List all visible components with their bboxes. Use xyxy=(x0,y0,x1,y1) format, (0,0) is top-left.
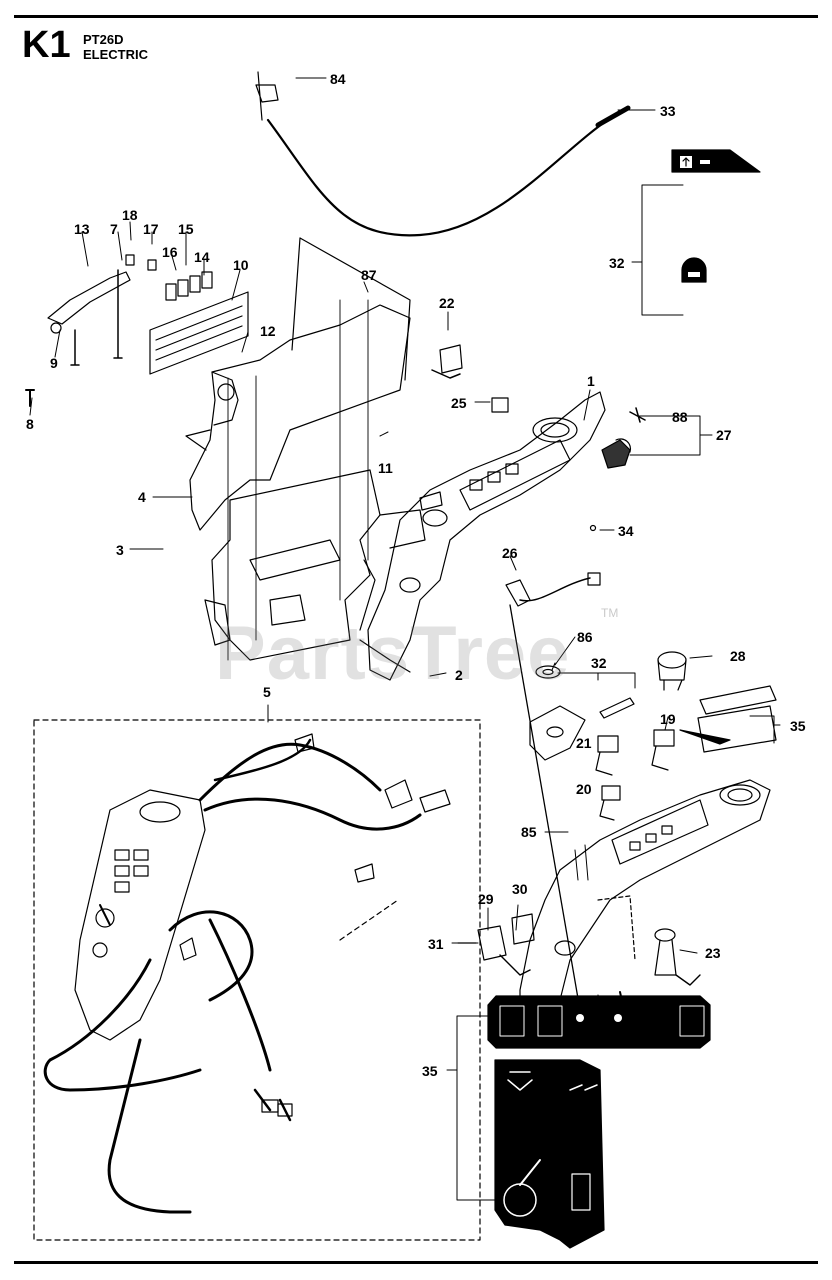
callout-4[interactable]: 4 xyxy=(138,489,146,505)
callout-16[interactable]: 16 xyxy=(162,244,178,260)
callout-1[interactable]: 1 xyxy=(587,373,595,389)
callout-19[interactable]: 19 xyxy=(660,711,676,727)
callout-21[interactable]: 21 xyxy=(576,735,592,751)
circuit-board-10 xyxy=(149,271,249,375)
callout-86[interactable]: 86 xyxy=(577,629,593,645)
callout-17[interactable]: 17 xyxy=(143,221,159,237)
partstree-watermark: PartsTree xyxy=(215,611,571,696)
callout-9[interactable]: 9 xyxy=(50,355,58,371)
leader-lines xyxy=(29,77,781,1201)
throttle-cable xyxy=(255,71,631,237)
callout-3[interactable]: 3 xyxy=(116,542,124,558)
callout-18[interactable]: 18 xyxy=(122,207,138,223)
callout-14[interactable]: 14 xyxy=(194,249,210,265)
hardware-13-7-18-17 xyxy=(25,254,157,407)
callout-7[interactable]: 7 xyxy=(110,221,118,237)
diagram-code: K1 xyxy=(22,24,71,66)
switches-upper xyxy=(431,344,646,532)
callout-30[interactable]: 30 xyxy=(512,881,528,897)
callout-28[interactable]: 28 xyxy=(730,648,746,664)
callout-34[interactable]: 34 xyxy=(618,523,634,539)
callout-13[interactable]: 13 xyxy=(74,221,90,237)
callout-84[interactable]: 84 xyxy=(330,71,346,87)
harness-box xyxy=(33,719,481,1241)
fender-console-1 xyxy=(367,391,606,681)
harness-26 xyxy=(505,572,635,1011)
callout-31[interactable]: 31 xyxy=(428,936,444,952)
callout-6[interactable]: 6 xyxy=(613,1027,621,1043)
callout-27[interactable]: 27 xyxy=(716,427,732,443)
bottom-rule xyxy=(14,1261,818,1264)
callout-2[interactable]: 2 xyxy=(455,667,463,683)
callout-88[interactable]: 88 xyxy=(672,409,688,425)
callout-32-upper[interactable]: 32 xyxy=(609,255,625,271)
top-rule xyxy=(14,15,818,18)
callout-33[interactable]: 33 xyxy=(660,103,676,119)
callout-85[interactable]: 85 xyxy=(521,824,537,840)
decal-35-lower xyxy=(487,995,711,1249)
callout-11[interactable]: 11 xyxy=(378,460,393,476)
callout-20[interactable]: 20 xyxy=(576,781,592,797)
callout-12[interactable]: 12 xyxy=(260,323,276,339)
callout-24[interactable]: 24 xyxy=(584,1017,600,1033)
callout-87[interactable]: 87 xyxy=(361,267,377,283)
model-variant: ELECTRIC xyxy=(83,47,148,62)
dash-panel-4 xyxy=(185,237,426,673)
callout-26[interactable]: 26 xyxy=(502,545,518,561)
callout-22[interactable]: 22 xyxy=(439,295,455,311)
callout-8[interactable]: 8 xyxy=(26,416,34,432)
callout-29[interactable]: 29 xyxy=(478,891,494,907)
model-name: PT26D xyxy=(83,32,124,47)
callout-32-lower[interactable]: 32 xyxy=(591,655,607,671)
ignition-28-decal xyxy=(657,651,777,753)
switches-19-20-21 xyxy=(595,729,675,821)
callout-5[interactable]: 5 xyxy=(263,684,271,700)
callout-25[interactable]: 25 xyxy=(451,395,467,411)
callout-10[interactable]: 10 xyxy=(233,257,249,273)
callout-23[interactable]: 23 xyxy=(705,945,721,961)
decal-32 xyxy=(671,149,761,283)
callout-15[interactable]: 15 xyxy=(178,221,194,237)
callout-35-upper[interactable]: 35 xyxy=(790,718,806,734)
callout-35-lower[interactable]: 35 xyxy=(422,1063,438,1079)
lower-console xyxy=(519,779,771,1041)
wiring-harness-5 xyxy=(43,733,451,1214)
watermark-trademark: TM xyxy=(601,606,619,620)
